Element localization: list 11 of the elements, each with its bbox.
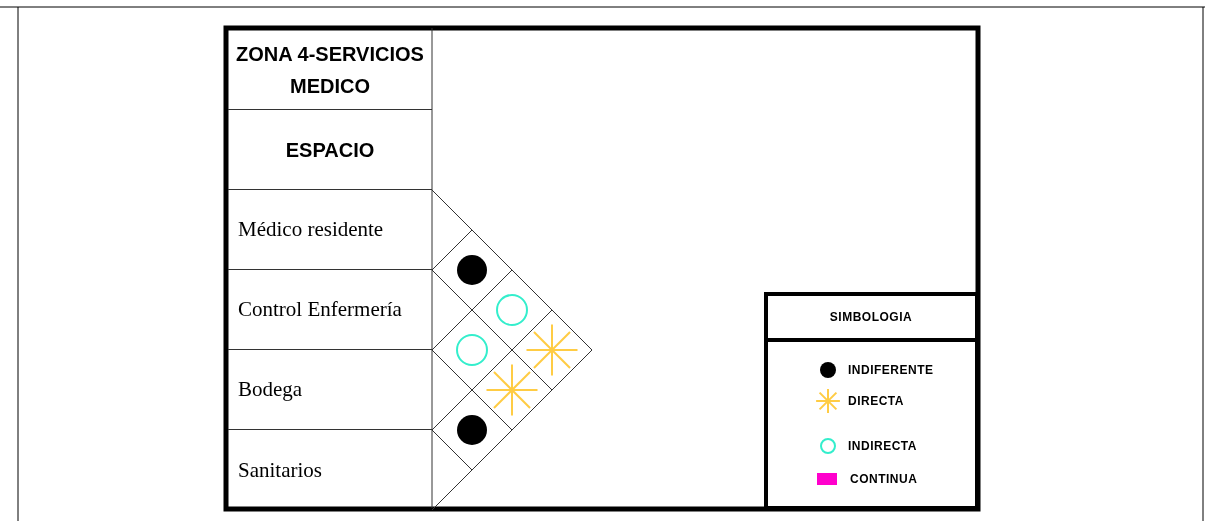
legend-label: DIRECTA <box>848 393 904 409</box>
column-header: ESPACIO <box>285 137 375 163</box>
zone-title: ZONA 4-SERVICIOS MEDICO <box>235 41 425 99</box>
space-name: Médico residente <box>238 217 384 242</box>
space-name: Control Enfermería <box>238 297 402 322</box>
legend-title: SIMBOLOGIA <box>829 309 913 324</box>
legend-label: INDIRECTA <box>848 438 917 454</box>
legend-label: INDIFERENTE <box>848 362 934 378</box>
space-name: Sanitarios <box>238 457 322 483</box>
space-name: Bodega <box>238 377 303 402</box>
legend-label: CONTINUA <box>850 471 918 487</box>
